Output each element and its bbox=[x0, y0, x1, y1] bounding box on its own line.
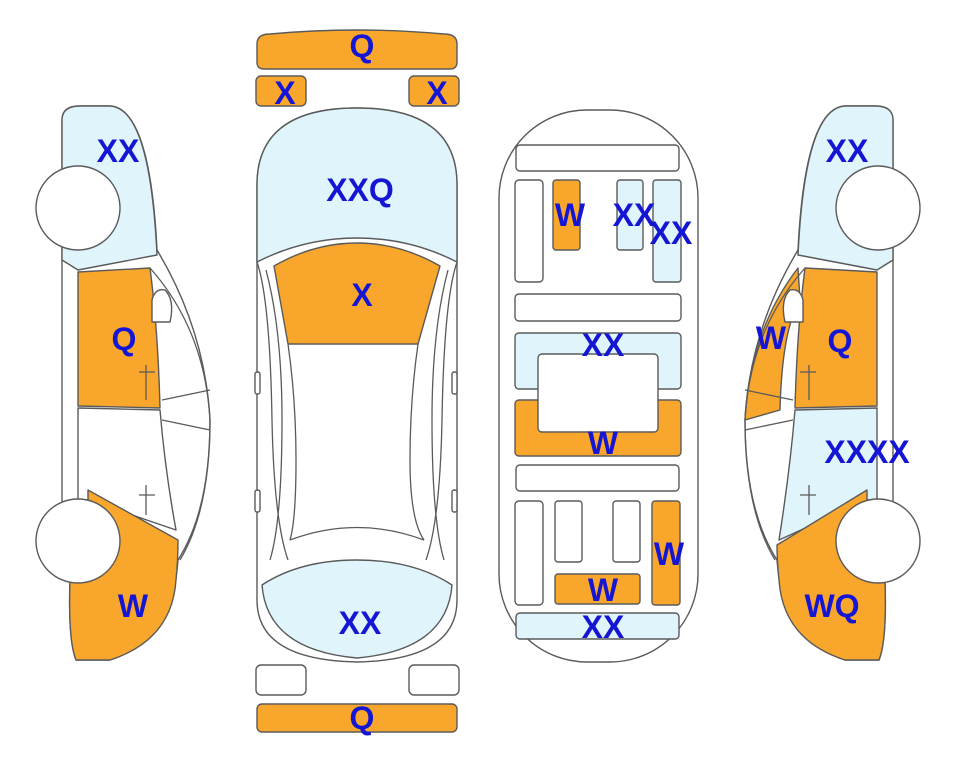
right-side-view: XX W Q XXXX WQ bbox=[744, 105, 921, 661]
front-left-light-panel[interactable] bbox=[255, 75, 307, 107]
interior-rear-right-panel[interactable] bbox=[651, 500, 681, 606]
rear-window-panel[interactable] bbox=[261, 559, 453, 659]
interior-trunk-panel[interactable] bbox=[515, 612, 680, 640]
label-right-rear-quarter: WQ bbox=[804, 588, 859, 624]
label-hood: X bbox=[351, 277, 373, 313]
left-front-door-panel[interactable] bbox=[77, 267, 161, 409]
top-view: Q X X XXQ X XX Q bbox=[254, 28, 460, 736]
interior-front-center-panel[interactable] bbox=[616, 179, 644, 251]
label-left-front-fender: XX bbox=[97, 133, 140, 169]
left-front-wheel bbox=[35, 165, 121, 251]
label-interior-front-left: W bbox=[555, 197, 586, 233]
right-front-wheel bbox=[835, 165, 921, 251]
label-left-rear-quarter: W bbox=[118, 588, 149, 624]
rear-right-light-panel[interactable] bbox=[408, 664, 460, 696]
label-windshield: XXQ bbox=[326, 172, 394, 208]
label-interior-rear-right: W bbox=[654, 536, 685, 572]
interior-view: W XX XX XX W W W XX bbox=[498, 109, 699, 663]
label-interior-front-center: XX bbox=[613, 197, 656, 233]
label-interior-dash: XX bbox=[582, 327, 625, 363]
label-right-rear-door: XXXX bbox=[824, 434, 910, 470]
interior-rear-center-panel[interactable] bbox=[554, 573, 641, 605]
label-front-right-light: X bbox=[426, 75, 448, 111]
label-interior-trunk: XX bbox=[582, 609, 625, 645]
label-interior-front-right: XX bbox=[650, 215, 693, 251]
label-rear-window: XX bbox=[339, 605, 382, 641]
label-left-front-door: Q bbox=[112, 321, 137, 357]
label-front-bumper: Q bbox=[350, 28, 375, 64]
right-front-door-panel[interactable] bbox=[794, 267, 878, 409]
label-interior-rear-center: W bbox=[588, 572, 619, 608]
right-rear-wheel bbox=[835, 498, 921, 584]
right-rear-door-panel[interactable] bbox=[778, 407, 878, 541]
front-right-light-panel[interactable] bbox=[408, 75, 460, 107]
label-interior-console: W bbox=[588, 425, 619, 461]
left-side-view: XX Q W bbox=[35, 105, 211, 661]
interior-front-right-panel[interactable] bbox=[652, 179, 682, 283]
label-rear-bumper: Q bbox=[350, 700, 375, 736]
label-right-mirror: W bbox=[756, 320, 787, 356]
front-bumper-panel[interactable] bbox=[256, 29, 458, 70]
windshield-panel[interactable] bbox=[256, 107, 458, 263]
label-right-front-door: Q bbox=[828, 323, 853, 359]
rear-left-light-panel[interactable] bbox=[255, 664, 307, 696]
hood-panel[interactable] bbox=[273, 242, 441, 345]
interior-front-left-panel[interactable] bbox=[552, 179, 581, 251]
left-rear-wheel bbox=[35, 498, 121, 584]
rear-bumper-panel[interactable] bbox=[256, 703, 458, 733]
label-front-left-light: X bbox=[274, 75, 296, 111]
label-right-front-fender: XX bbox=[826, 133, 869, 169]
